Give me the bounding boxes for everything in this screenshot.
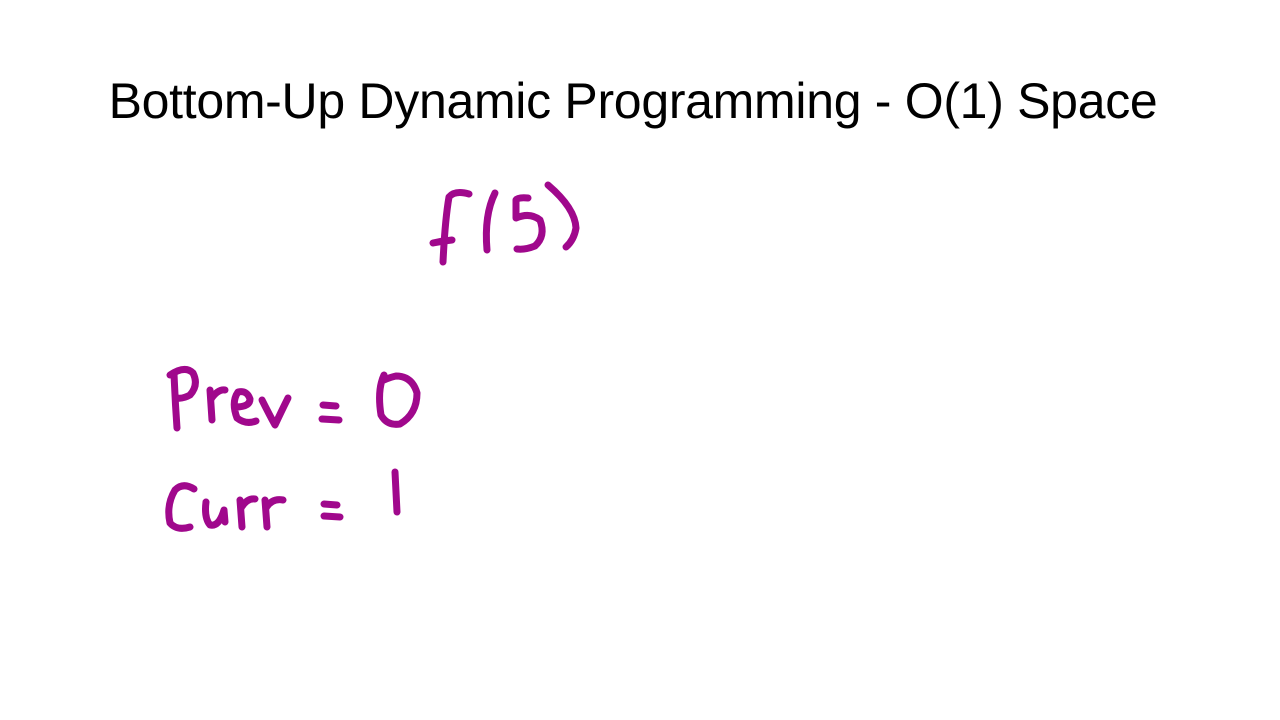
handwritten-f5 <box>429 181 580 266</box>
handwritten-curr-equals-1 <box>165 468 401 532</box>
handwritten-prev-equals-0 <box>166 366 421 432</box>
slide-title: Bottom-Up Dynamic Programming - O(1) Spa… <box>108 73 1158 129</box>
